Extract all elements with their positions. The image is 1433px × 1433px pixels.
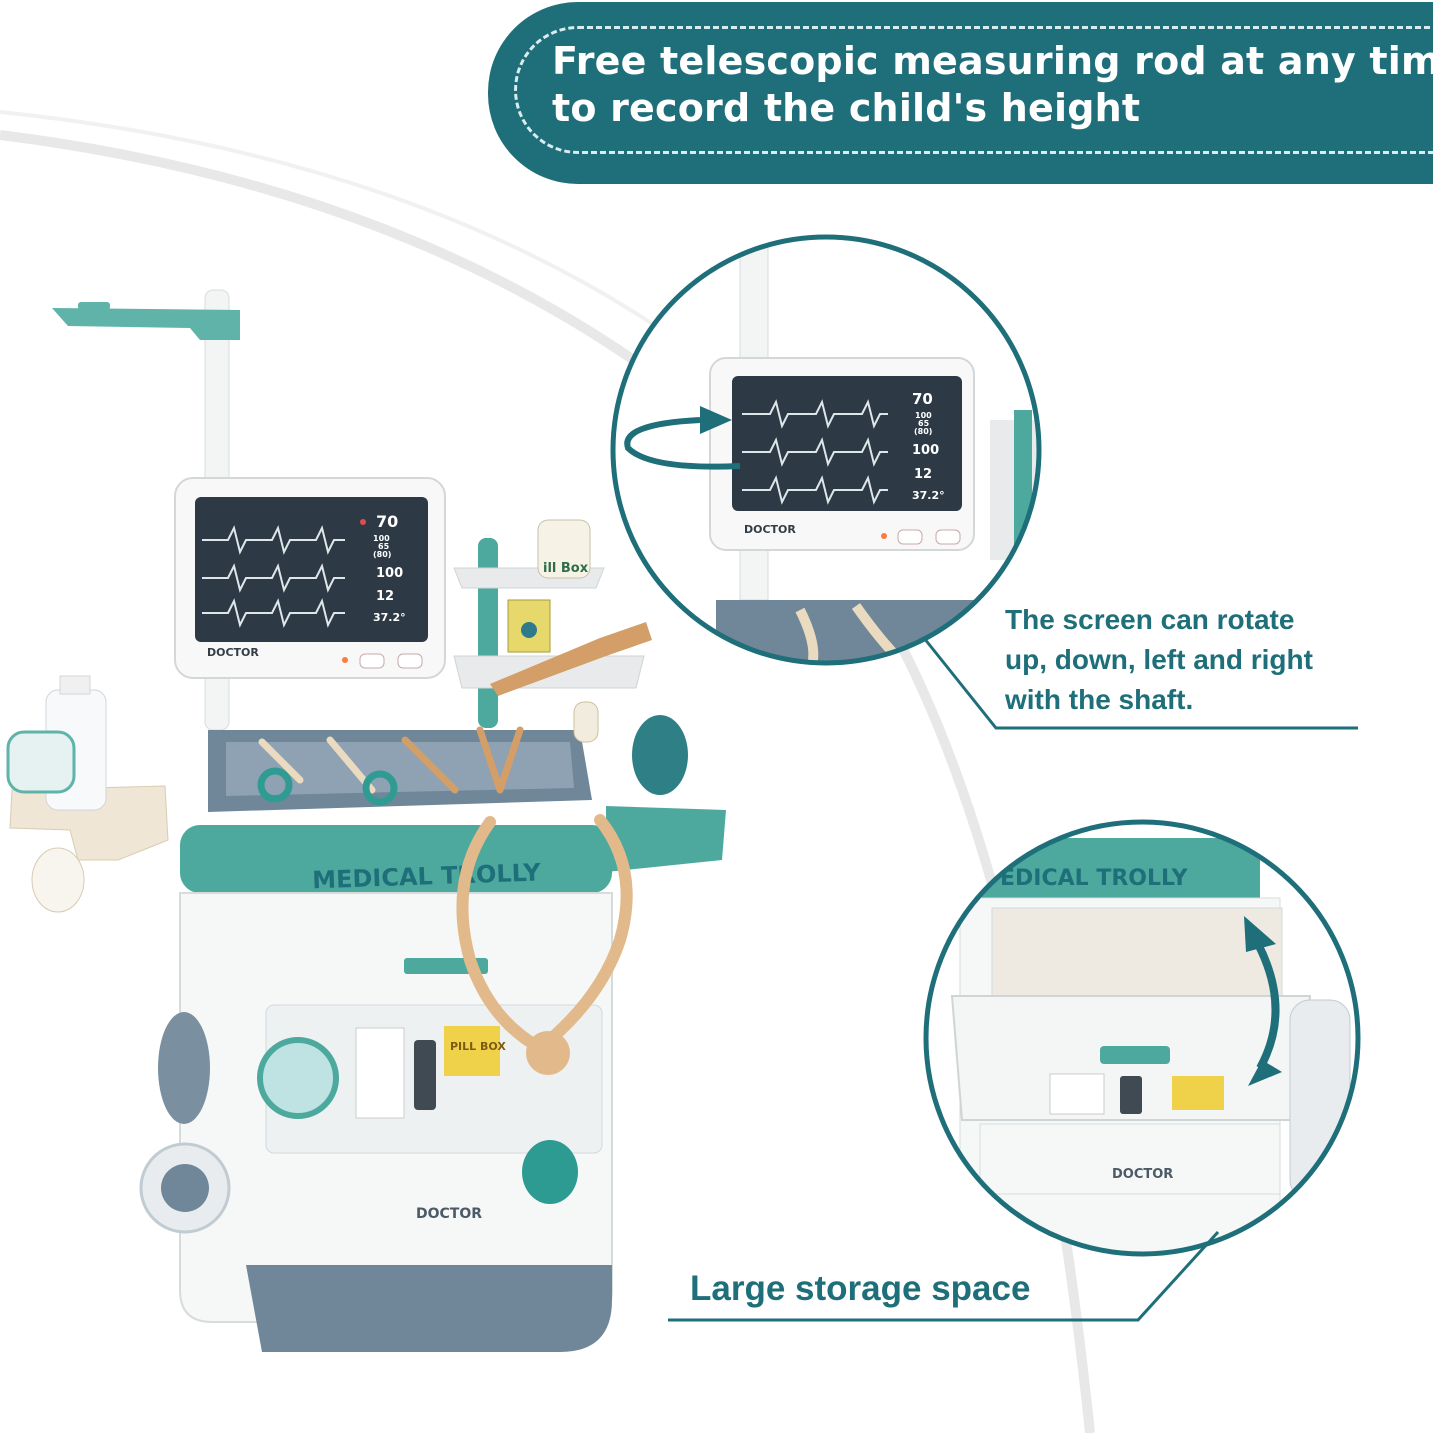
monitor-temp: 37.2° (373, 611, 406, 624)
monitor-resp: 12 (376, 589, 394, 604)
zoom2-wheel (1289, 999, 1351, 1201)
heart-indicator-icon (360, 519, 366, 525)
zoom-ecg-1 (742, 399, 888, 429)
syringe (490, 622, 652, 696)
arrow-down-icon (1248, 1060, 1282, 1086)
zoom-heart-rate: 70 (912, 390, 933, 408)
monitor-button-1 (359, 653, 385, 669)
headline-banner-dashed-border (514, 26, 1433, 154)
pill-box (537, 519, 591, 579)
eye-icon (521, 622, 537, 638)
zoom-instrument-1 (795, 607, 819, 663)
zoom-temp: 37.2° (912, 489, 945, 502)
zoom-bp-mid: 65 (918, 419, 930, 428)
zoom-bp-bottom: (80) (914, 427, 932, 436)
zoom-ecg-2 (742, 437, 888, 467)
rotate-arrowhead-icon (700, 406, 732, 434)
zoom-button-1 (897, 529, 923, 545)
right-side-tray (606, 806, 726, 872)
zoom-bp-top: 100 (915, 411, 932, 420)
zoom-tray (716, 600, 990, 663)
zoom-power-led (881, 533, 887, 539)
zoom-ecg-3 (742, 475, 888, 505)
zoom2-circle-border (923, 819, 1361, 1257)
callout-rotate-line-1: The screen can rotate (1005, 604, 1295, 635)
stored-bottle (414, 1040, 436, 1110)
toy-instruments (257, 726, 524, 806)
zoom2-trolley-label: EDICAL TROLLY (1000, 866, 1189, 891)
stethoscope-chestpiece (522, 1140, 578, 1204)
monitor-button-2 (397, 653, 423, 669)
medical-trolley: 70 100 65 (80) 100 12 37.2° DOCTOR ill B… (6, 289, 726, 1352)
zoom2-stored-bottle (1120, 1076, 1142, 1114)
zoom-screen-detail: 70 100 65 (80) 100 12 37.2° DOCTOR (610, 234, 1042, 666)
callout-line-rotate (922, 637, 1358, 730)
open-close-arrow (1254, 942, 1280, 1070)
headline-text: Free telescopic measuring rod at any tim… (552, 38, 1433, 132)
monitor-power-led (342, 657, 348, 663)
wheel-hub (161, 1164, 209, 1212)
pill-box-label: ill Box (543, 561, 589, 576)
monitor-screen (195, 497, 428, 642)
ecg-trace-3 (202, 598, 345, 628)
zoom2-stored-pill-box (1172, 1076, 1224, 1110)
monitor-spo2: 100 (376, 566, 403, 581)
sanitizer-pump (59, 675, 91, 695)
monitor-heart-rate: 70 (376, 512, 398, 531)
monitor-bp-mid: 65 (378, 542, 390, 551)
monitor-bp-top: 100 (373, 534, 390, 543)
bp-gauge (257, 1037, 339, 1119)
otoscope (632, 715, 688, 795)
trolley-base (246, 1265, 612, 1352)
bp-bulb (158, 1012, 210, 1124)
zoom-circle-border (610, 234, 1042, 666)
zoom2-lower-drawer (979, 1123, 1281, 1195)
zoom2-stored-box (1049, 1073, 1105, 1115)
cabinet-brand: DOCTOR (416, 1206, 482, 1222)
trolley-banner-band (180, 825, 612, 893)
zoom2-brand: DOCTOR (1112, 1167, 1173, 1182)
ecg-trace-2 (202, 563, 345, 593)
stethoscope-joint (526, 1031, 570, 1075)
callout-line-storage (668, 1230, 1220, 1322)
headline-line-2: to record the child's height (552, 86, 1141, 130)
callout-storage-text: Large storage space (690, 1269, 1031, 1308)
measuring-arm-tab (78, 302, 110, 310)
thermometer-device (6, 730, 76, 794)
ecg-trace-1 (202, 525, 345, 555)
monitor-brand: DOCTOR (207, 646, 259, 659)
callout-rotate-line-3: with the shaft. (1005, 684, 1194, 715)
monitor-bp-bottom: (80) (373, 550, 391, 559)
reflex-hammer (573, 701, 599, 743)
zoom-button-2 (935, 529, 961, 545)
zoom2-drawer-handle (1100, 1046, 1170, 1064)
zoom-spo2: 100 (912, 443, 939, 458)
callout-rotate-text: The screen can rotate up, down, left and… (1005, 600, 1365, 720)
measuring-arm (52, 308, 240, 340)
stored-box-1 (355, 1027, 405, 1119)
stored-pill-box-label: PILL BOX (450, 1040, 506, 1053)
headline-line-1: Free telescopic measuring rod at any tim… (552, 39, 1433, 83)
zoom-monitor-brand: DOCTOR (744, 523, 796, 536)
zoom-resp: 12 (914, 467, 932, 482)
rotate-arrow (624, 417, 741, 470)
stored-pill-box (444, 1026, 500, 1076)
shelf-pole (478, 538, 498, 728)
callout-rotate-line-2: up, down, left and right (1005, 644, 1313, 675)
zoom-storage-detail: EDICAL TROLLY DOCTOR (923, 819, 1361, 1257)
zoom-monitor-screen (732, 376, 962, 511)
arrow-up-icon (1244, 916, 1276, 952)
reflex-hammer-holder (31, 847, 85, 913)
